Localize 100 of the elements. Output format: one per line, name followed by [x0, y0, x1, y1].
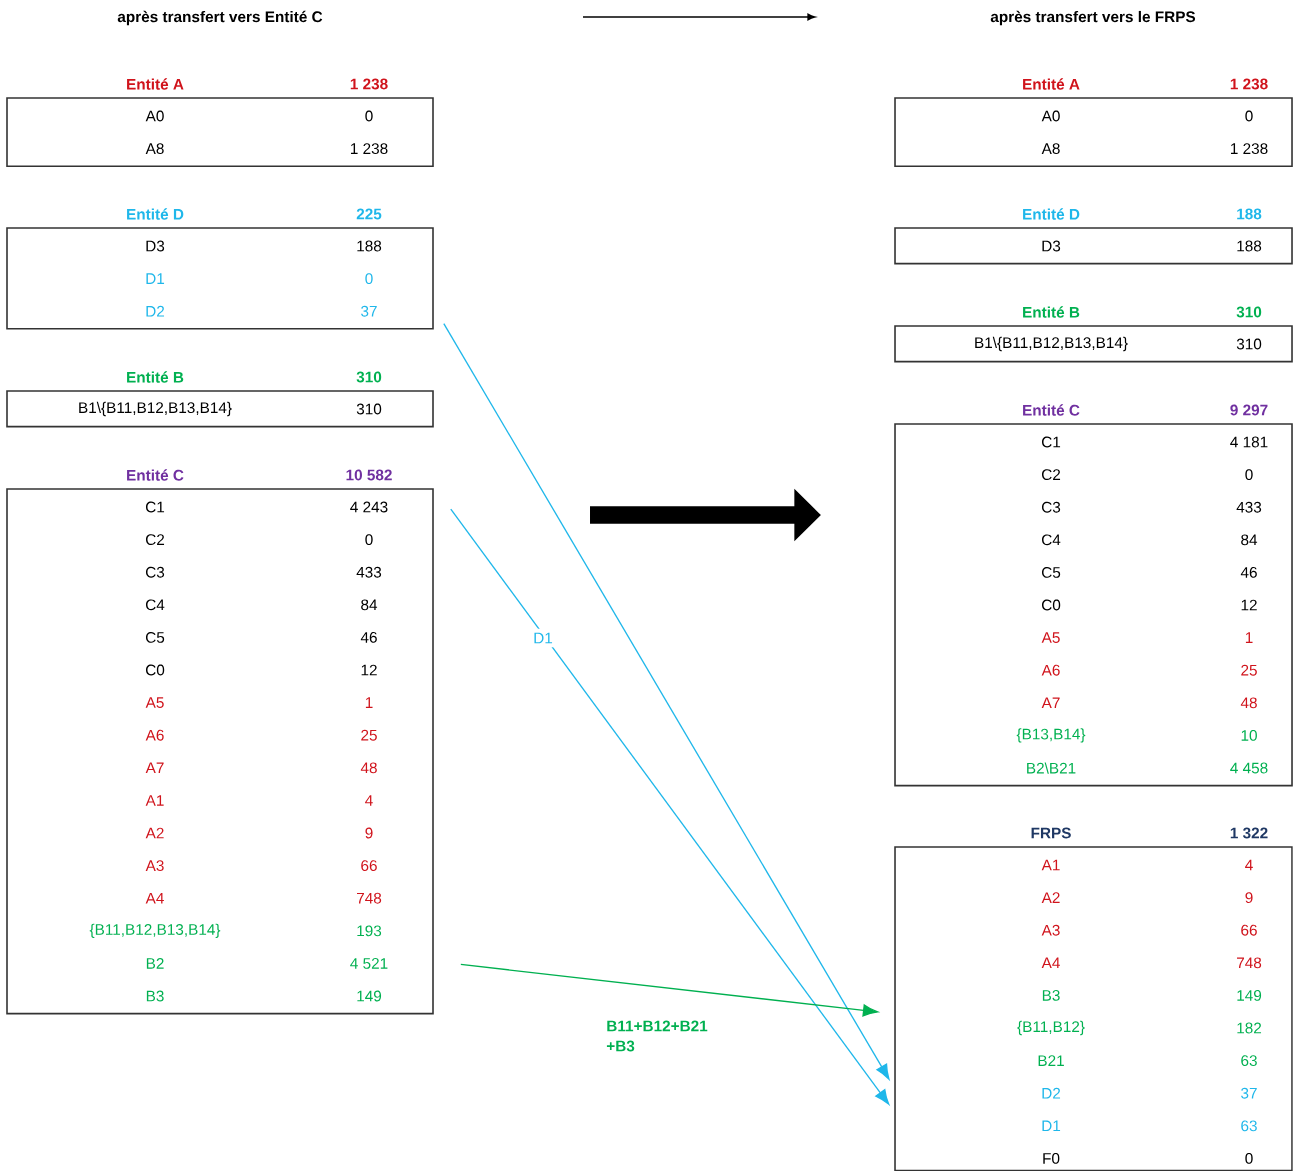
row-value: 0	[365, 534, 373, 546]
row-label: D1	[1042, 1120, 1061, 1132]
entity-total: 1 322	[1230, 827, 1268, 839]
row-label: {B11,B12,B13,B14}	[89, 923, 221, 938]
row-label: C4	[1042, 534, 1061, 546]
row-label: {B13,B14}	[1016, 728, 1086, 743]
entity-heading: Entité B	[1023, 306, 1080, 318]
row-label: B2	[146, 958, 164, 969]
entity-total: 1 238	[1230, 78, 1268, 90]
row-label: D1	[146, 273, 165, 284]
row-value: 4 521	[350, 958, 388, 969]
entity-heading: Entité A	[127, 78, 184, 90]
row-label: C2	[146, 534, 165, 546]
row-value: 63	[1241, 1120, 1257, 1132]
entity-heading: Entité D	[127, 208, 184, 220]
entity-heading: Entité D	[1023, 208, 1080, 220]
row-label: A6	[1041, 664, 1060, 676]
arrow	[460, 963, 879, 1017]
row-value: 84	[1241, 534, 1258, 546]
column-title: après transfert vers le FRPS	[990, 10, 1196, 26]
row-label: C2	[1042, 469, 1061, 481]
row-label: C3	[1042, 501, 1061, 513]
row-label: A4	[1041, 957, 1060, 969]
row-label: C5	[1042, 567, 1061, 578]
row-value: 37	[361, 305, 377, 317]
row-value: 0	[1245, 469, 1253, 481]
row-value: 182	[1237, 1022, 1262, 1034]
row-label: A5	[145, 697, 164, 708]
row-value: 12	[361, 664, 377, 676]
entity-heading: Entité A	[1023, 78, 1080, 90]
entity-total: 1 238	[350, 78, 388, 90]
row-value: 12	[1241, 599, 1257, 611]
row-value: 84	[361, 599, 378, 611]
row-value: 46	[1240, 567, 1257, 578]
row-value: 0	[1245, 1153, 1253, 1164]
row-label: A6	[145, 729, 164, 741]
row-label: C5	[146, 632, 165, 643]
row-label: A8	[1041, 143, 1060, 155]
row-value: 66	[1241, 924, 1257, 936]
row-value: 748	[357, 892, 382, 904]
row-label: A3	[1041, 924, 1060, 936]
edge-label: D1	[529, 628, 557, 648]
entity-total: 310	[1236, 306, 1262, 318]
row-label: C4	[146, 599, 165, 611]
row-label: C1	[146, 501, 165, 513]
row-label: C1	[1042, 436, 1061, 448]
row-label: A1	[145, 795, 164, 806]
row-label: A3	[145, 860, 164, 872]
row-value: 4 458	[1230, 762, 1268, 774]
entity-heading: Entité C	[1023, 404, 1080, 416]
row-value: 4 181	[1230, 436, 1268, 448]
row-value: 9	[1245, 892, 1253, 904]
row-label: B3	[1042, 990, 1060, 1001]
column-title: après transfert vers Entité C	[117, 10, 323, 26]
row-label: C3	[146, 566, 165, 578]
arrow	[443, 322, 890, 1080]
row-value: 46	[360, 632, 377, 643]
row-label: A2	[145, 827, 164, 839]
row-value: 63	[1241, 1055, 1257, 1067]
entity-total: 10 582	[346, 469, 392, 481]
entity-total: 188	[1237, 208, 1262, 220]
row-label: A1	[1041, 859, 1060, 871]
entity-heading: FRPS	[1031, 827, 1071, 839]
row-value: 310	[1236, 338, 1262, 350]
row-value: 4	[1245, 859, 1253, 871]
row-value: 193	[357, 925, 382, 937]
row-value: 48	[1240, 697, 1257, 709]
row-value: 188	[357, 240, 382, 252]
row-value: 0	[365, 273, 373, 285]
row-value: 1	[1245, 632, 1253, 643]
row-value: 1 238	[1231, 143, 1268, 155]
row-label: B1\{B11,B12,B13,B14}	[79, 401, 232, 417]
row-label: A2	[1041, 892, 1060, 903]
arrow	[450, 508, 890, 1105]
row-value: 10	[1241, 730, 1257, 741]
row-value: 149	[1237, 990, 1262, 1001]
row-value: 4 243	[350, 501, 388, 513]
row-value: 66	[361, 860, 377, 872]
row-value: 433	[356, 566, 382, 578]
row-label: A8	[145, 143, 164, 155]
row-value: 188	[1237, 240, 1262, 252]
row-label: A4	[145, 892, 164, 904]
row-label: C0	[1042, 599, 1061, 611]
entity-heading: Entité B	[127, 371, 184, 383]
row-value: 1	[365, 697, 373, 708]
row-value: 748	[1237, 957, 1262, 969]
row-label: A7	[1041, 697, 1060, 709]
row-value: 9	[365, 827, 373, 839]
row-label: A0	[1041, 110, 1060, 122]
entity-total: 310	[356, 371, 382, 383]
entity-total: 225	[356, 208, 382, 220]
edge-label: B11+B12+B21 +B3	[606, 1020, 708, 1052]
row-label: D3	[1042, 240, 1061, 252]
row-value: 149	[357, 990, 382, 1002]
row-value: 25	[1241, 664, 1257, 676]
row-value: 4	[365, 795, 373, 806]
entity-total: 9 297	[1230, 404, 1268, 416]
entity-heading: Entité C	[127, 469, 184, 481]
row-value: 0	[365, 110, 373, 122]
row-label: F0	[1043, 1153, 1060, 1164]
